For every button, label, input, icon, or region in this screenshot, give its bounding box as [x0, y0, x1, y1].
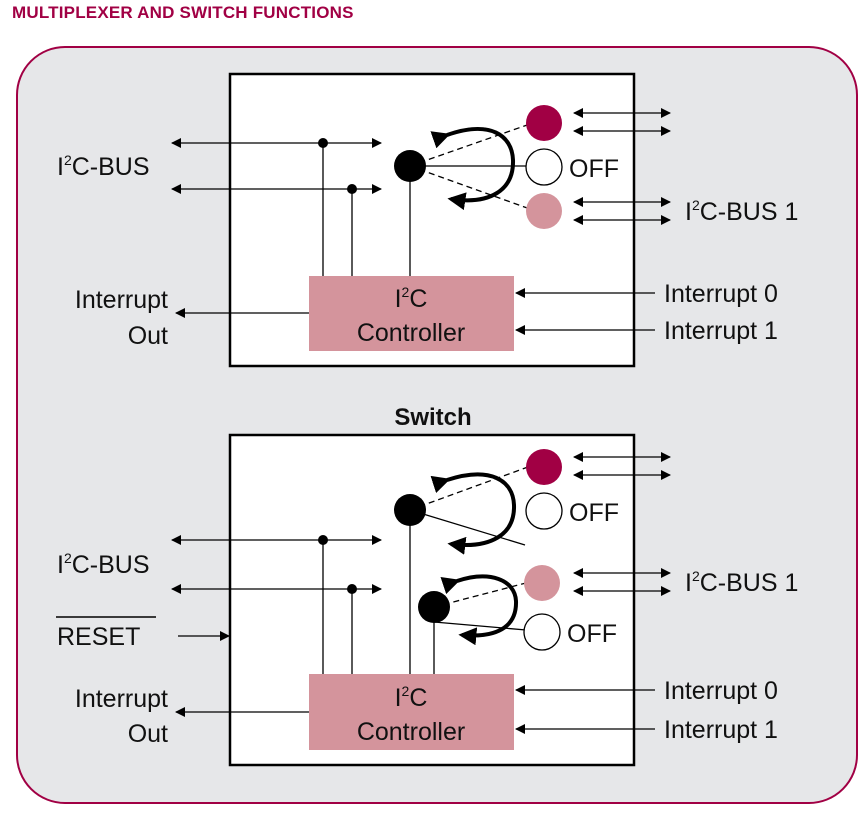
- controller-label-2: Controller: [357, 319, 465, 347]
- rotation-arrow-icon: [430, 472, 517, 555]
- switch-heading: Switch: [394, 404, 471, 431]
- interrupt-out-label-2: Out: [128, 720, 168, 748]
- rotation-arrow-icon: [440, 574, 519, 646]
- interrupt-1-label: Interrupt 1: [664, 317, 778, 345]
- off-label: OFF: [569, 155, 619, 183]
- svg-text:I2C: I2C: [395, 284, 428, 313]
- interrupt-0-label: Interrupt 0: [664, 677, 778, 705]
- channel-0-dot: [526, 105, 562, 141]
- off-position-dot: [525, 492, 563, 530]
- svg-text:I2C: I2C: [395, 683, 428, 712]
- off-position-dot: [523, 613, 561, 651]
- channel-0-dot: [526, 449, 562, 485]
- interrupt-out-label: Interrupt: [75, 286, 168, 314]
- i2c-controller: [309, 276, 514, 351]
- interrupt-0-label: Interrupt 0: [664, 280, 778, 308]
- i2c-bus-1-label: I2C-BUS 1: [685, 568, 798, 597]
- interrupt-1-label: Interrupt 1: [664, 716, 778, 744]
- reset-label: RESET: [57, 623, 140, 651]
- controller-label: I: [395, 285, 402, 313]
- channel-1-dot: [526, 193, 562, 229]
- channel-1-dot: [524, 565, 560, 601]
- off-position-dot: [525, 148, 563, 186]
- i2c-controller: [309, 674, 514, 750]
- rotation-arrow-icon: [430, 127, 516, 211]
- interrupt-out-label-2: Out: [128, 322, 168, 350]
- off-label: OFF: [569, 499, 619, 527]
- page-title: MULTIPLEXER AND SWITCH FUNCTIONS: [12, 3, 354, 22]
- multiplexer-block: I2C Controller I2C-BUS Interrupt Out OFF…: [57, 72, 798, 368]
- controller-label-2: Controller: [357, 718, 465, 746]
- controller-label: I: [395, 684, 402, 712]
- i2c-bus-label: I2C-BUS: [57, 550, 150, 579]
- i2c-bus-1-label: I2C-BUS 1: [685, 197, 798, 226]
- background-panel: [16, 46, 858, 804]
- off-label: OFF: [567, 620, 617, 648]
- interrupt-out-label: Interrupt: [75, 685, 168, 713]
- i2c-bus-label: I2C-BUS: [57, 152, 150, 181]
- switch-block: I2C Controller I2C-BUS RESET Interrupt O…: [56, 433, 798, 767]
